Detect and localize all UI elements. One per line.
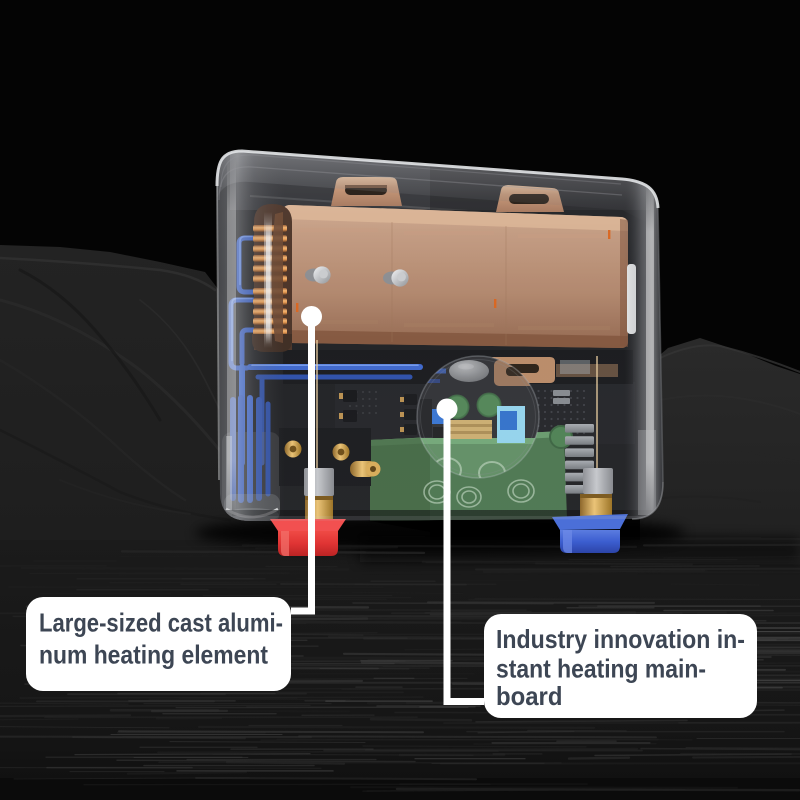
svg-text:num heating element: num heating element — [39, 639, 268, 669]
svg-text:board: board — [496, 681, 563, 711]
svg-text:Industry innovation in-: Industry innovation in- — [496, 624, 745, 654]
svg-text:Large-sized cast alumi-: Large-sized cast alumi- — [39, 608, 283, 638]
svg-text:stant heating main-: stant heating main- — [496, 654, 706, 684]
